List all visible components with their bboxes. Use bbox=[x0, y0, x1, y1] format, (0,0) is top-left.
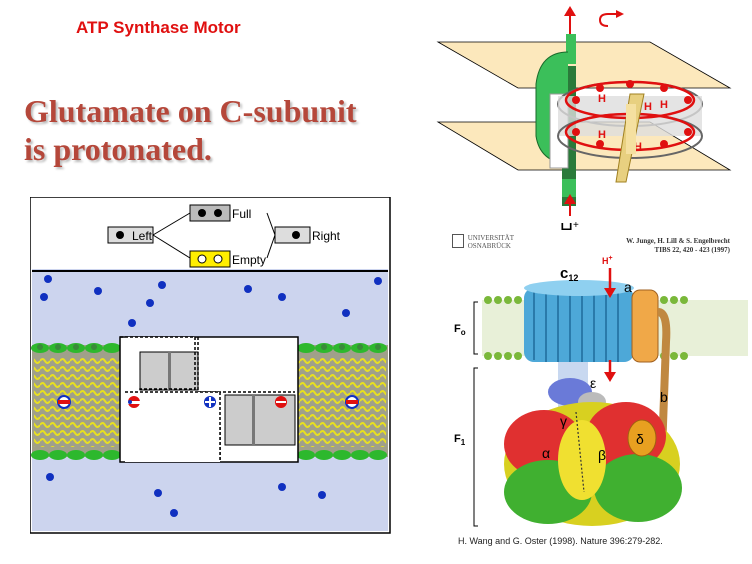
state-diagram: Full Left Right Empty bbox=[107, 204, 341, 268]
subunit-a bbox=[631, 289, 659, 363]
svg-text:H: H bbox=[634, 141, 642, 153]
ring-h-labels: H H H H H bbox=[598, 93, 668, 153]
citation-junge: W. Junge, H. Lill & S. Engelbrecht TIBS … bbox=[626, 237, 730, 254]
state-right-label: Right bbox=[312, 229, 341, 243]
f1-head bbox=[504, 402, 682, 526]
epsilon-label: ε bbox=[590, 375, 596, 391]
c12-ring bbox=[524, 280, 634, 362]
slide-heading: Glutamate on C-subunit is protonated. bbox=[24, 92, 357, 168]
subunit-delta bbox=[627, 419, 657, 457]
svg-text:H: H bbox=[598, 93, 606, 105]
alpha-label: α bbox=[542, 445, 550, 461]
gamma-label: γ bbox=[560, 413, 567, 429]
delta-label: δ bbox=[636, 431, 644, 447]
fo-label: Fo bbox=[454, 323, 466, 337]
state-full-label: Full bbox=[232, 207, 251, 221]
university-logo: UNIVERSITÄT OSNABRÜCK bbox=[452, 234, 514, 250]
heading-line-2: is protonated. bbox=[24, 131, 212, 167]
f1-label: F1 bbox=[454, 433, 466, 447]
h-plus-label: H+ bbox=[602, 255, 613, 266]
svg-text:H: H bbox=[598, 129, 606, 141]
heading-line-1: Glutamate on C-subunit bbox=[24, 93, 357, 129]
proton-dots bbox=[40, 275, 382, 517]
state-empty-label: Empty bbox=[232, 253, 266, 267]
a-label: a bbox=[624, 279, 632, 295]
atp-synthase-structure: Fo F1 c12 H+ a b ε γ α β δ bbox=[454, 255, 748, 527]
proton-label: H+ bbox=[560, 220, 579, 230]
proton-channel-diagram: Full Left Right Empty bbox=[30, 197, 391, 534]
charge-markers bbox=[57, 395, 359, 409]
state-left-label: Left bbox=[132, 229, 153, 243]
rotor-schematic: H H H H H H+ bbox=[436, 6, 732, 230]
svg-text:H: H bbox=[660, 99, 668, 111]
b-label: b bbox=[660, 389, 668, 405]
beta-label: β bbox=[598, 447, 606, 463]
svg-text:H: H bbox=[644, 101, 652, 113]
c12-label: c12 bbox=[560, 265, 578, 283]
citation-wang-oster: H. Wang and G. Oster (1998). Nature 396:… bbox=[458, 536, 663, 546]
slide-kicker: ATP Synthase Motor bbox=[76, 18, 241, 37]
